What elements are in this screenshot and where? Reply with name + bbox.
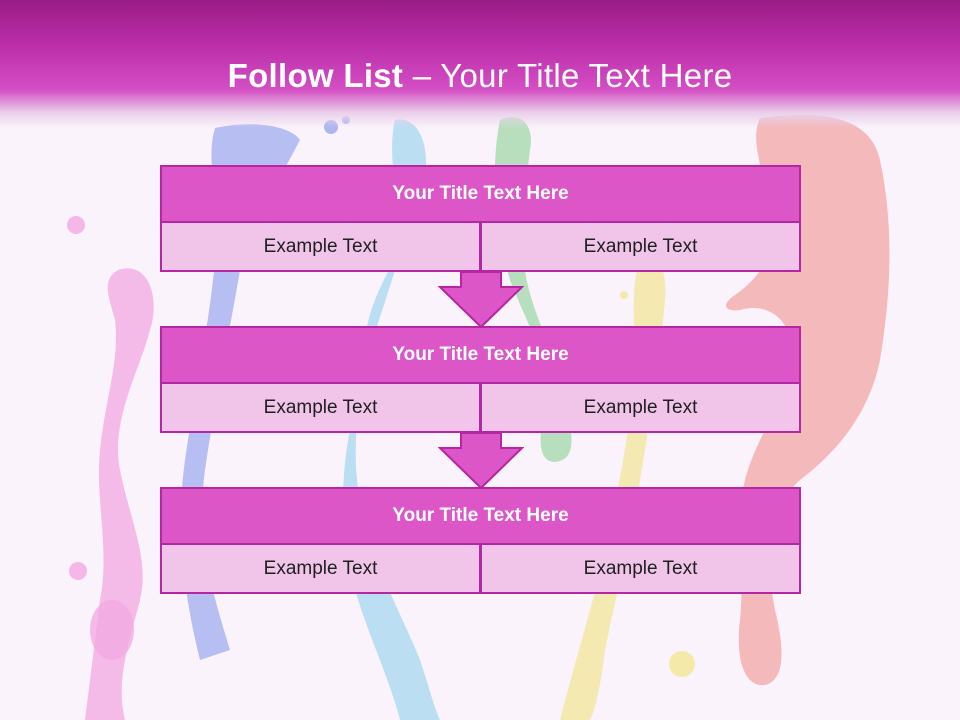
slide-title: Follow List – Your Title Text Here [0, 52, 960, 100]
step-card-1: Your Title Text Here Example Text Exampl… [160, 165, 801, 272]
step-cell-right: Example Text [480, 221, 801, 272]
step-cell-right: Example Text [480, 382, 801, 433]
slide-title-rest: Your Title Text Here [440, 57, 733, 94]
step-card-3: Your Title Text Here Example Text Exampl… [160, 487, 801, 594]
step-title: Your Title Text Here [160, 326, 801, 384]
step-cell-left: Example Text [160, 382, 481, 433]
step-card-2: Your Title Text Here Example Text Exampl… [160, 326, 801, 433]
step-cell-left: Example Text [160, 543, 481, 594]
slide-title-separator: – [403, 57, 441, 94]
slide-title-lead: Follow List [227, 57, 404, 94]
title-banner [0, 0, 960, 128]
step-cell-right: Example Text [480, 543, 801, 594]
down-arrow-icon [438, 271, 524, 329]
step-cell-left: Example Text [160, 221, 481, 272]
down-arrow-icon [438, 432, 524, 490]
step-title: Your Title Text Here [160, 165, 801, 223]
step-title: Your Title Text Here [160, 487, 801, 545]
